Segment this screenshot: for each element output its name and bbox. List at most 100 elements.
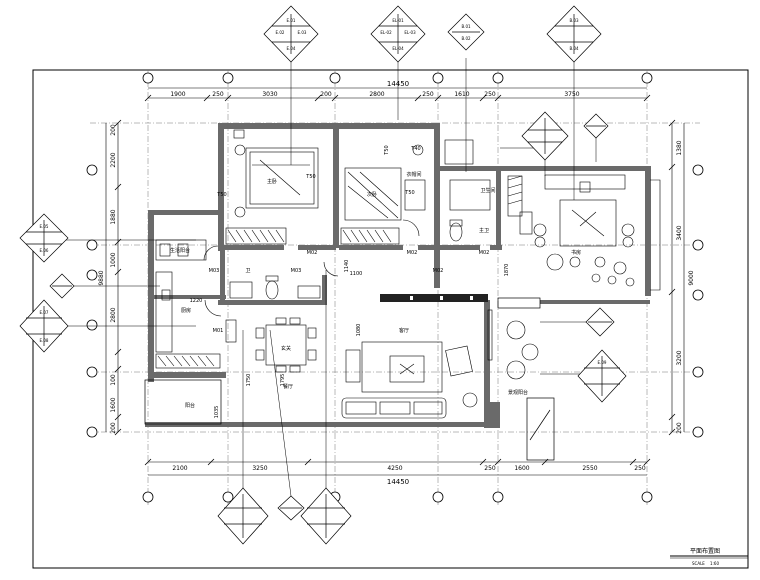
svg-text:E.07: E.07	[40, 310, 49, 315]
callout-right-1	[585, 307, 615, 337]
leader-lines	[64, 58, 597, 497]
kitchen-fixtures	[155, 239, 222, 369]
svg-text:250: 250	[484, 91, 496, 98]
svg-text:B.03: B.03	[569, 18, 579, 23]
svg-text:100: 100	[110, 374, 117, 386]
hatched-walls	[380, 294, 488, 302]
svg-text:1035: 1035	[214, 406, 220, 419]
callout-top-1	[263, 5, 319, 63]
room-label-bathroom: 卫生间	[480, 187, 495, 194]
callout-codes: E.01 E.02 E.03 E.04 EL-01 EL-02 EL-03 EL…	[40, 18, 607, 365]
svg-text:200: 200	[110, 124, 117, 136]
balcony-outline	[144, 297, 555, 461]
svg-text:3250: 3250	[252, 465, 267, 472]
svg-text:4250: 4250	[387, 465, 402, 472]
callout-left-2	[49, 273, 75, 299]
svg-text:B.01: B.01	[461, 24, 471, 29]
scale-value: 1:60	[710, 561, 719, 566]
drawing-title: 平面布置图	[690, 547, 720, 555]
room-label-kitchen: 厨房	[181, 307, 191, 314]
svg-text:EL-01: EL-01	[392, 18, 404, 23]
room-label-living: 客厅	[399, 327, 409, 334]
svg-text:200: 200	[110, 422, 117, 434]
svg-text:1900: 1900	[170, 91, 185, 98]
room-label-wc: 卫	[245, 268, 250, 274]
room-label-view-balcony: 景观阳台	[508, 389, 528, 396]
svg-text:E.05: E.05	[40, 224, 49, 229]
svg-text:2550: 2550	[582, 465, 597, 472]
callout-top-3	[447, 13, 485, 51]
study-furniture	[507, 174, 661, 291]
svg-text:E.02: E.02	[276, 30, 285, 35]
svg-text:1380: 1380	[676, 140, 683, 155]
svg-text:2100: 2100	[172, 465, 187, 472]
svg-text:1880: 1880	[110, 209, 117, 224]
dimension-ticks	[114, 94, 676, 466]
room-label-walkin: 衣帽间	[406, 171, 421, 178]
svg-text:M03: M03	[209, 268, 220, 274]
room-label-service-balcony: 生活阳台	[170, 247, 190, 254]
right-segment-dims: 1380 3400 3200 200	[676, 140, 683, 434]
bottom-total-dim: 14450	[387, 478, 409, 486]
callout-top-4	[546, 5, 602, 63]
svg-text:1870: 1870	[504, 264, 510, 277]
svg-text:1220: 1220	[190, 298, 203, 304]
left-segment-dims: 200 2200 1880 1000 2800 100 1600 200	[110, 124, 117, 434]
svg-text:1100: 1100	[350, 271, 363, 277]
callout-right-2	[577, 349, 627, 403]
svg-text:E.08: E.08	[40, 338, 49, 343]
dining-furniture	[225, 317, 317, 373]
svg-text:250: 250	[484, 465, 496, 472]
callout-bottom-1	[217, 487, 269, 545]
svg-text:200: 200	[676, 422, 683, 434]
axis-lines	[90, 70, 700, 505]
room-label-entry: 玄关	[281, 345, 291, 352]
svg-text:E.03: E.03	[298, 30, 307, 35]
living-furniture	[341, 309, 493, 419]
svg-text:1000: 1000	[110, 252, 117, 267]
guest-wc-fixtures	[229, 261, 339, 300]
svg-text:M02: M02	[307, 250, 318, 256]
callout-bottom-2	[277, 495, 305, 521]
svg-text:E.09: E.09	[598, 360, 607, 365]
svg-text:250: 250	[422, 91, 434, 98]
inner-dims: 1220 1750 1795 1035 1100 1140 1870 1080	[190, 260, 510, 419]
svg-text:2800: 2800	[369, 91, 384, 98]
callout-bottom-3	[300, 487, 352, 545]
callout-top-2	[370, 5, 426, 63]
sheet-frame	[32, 69, 749, 569]
svg-text:3030: 3030	[262, 91, 277, 98]
svg-text:M02: M02	[433, 268, 444, 274]
svg-text:M03: M03	[291, 268, 302, 274]
second-bedroom-furniture	[340, 144, 426, 245]
tag-labels: T50 T50 T50 T50 T40	[216, 145, 420, 198]
callout-mid-1	[521, 111, 569, 161]
room-label-study: 书房	[571, 249, 581, 256]
svg-text:250: 250	[634, 465, 646, 472]
svg-text:T50: T50	[404, 190, 414, 196]
svg-text:1610: 1610	[454, 91, 469, 98]
bathroom-fixtures	[444, 139, 533, 242]
svg-text:E.06: E.06	[40, 248, 49, 253]
room-label-master-bath: 主卫	[479, 227, 489, 234]
svg-text:200: 200	[320, 91, 332, 98]
svg-text:EL-04: EL-04	[392, 46, 404, 51]
svg-text:EL-03: EL-03	[404, 30, 416, 35]
room-label-balcony-left: 阳台	[185, 402, 195, 409]
svg-text:1750: 1750	[246, 374, 252, 387]
room-label-master-bedroom: 主卧	[267, 178, 277, 185]
master-bedroom-furniture	[225, 129, 319, 245]
svg-text:1600: 1600	[514, 465, 529, 472]
left-total-dim: 9880	[98, 270, 105, 285]
top-segment-dims: 1900 250 3030 200 2800 250 1610 250 3750	[170, 91, 579, 98]
svg-text:2800: 2800	[110, 307, 117, 322]
svg-text:T50: T50	[305, 174, 315, 180]
scale-label: SCALE	[692, 561, 705, 566]
room-label-second-bedroom: 次卧	[367, 191, 377, 198]
elevation-callouts	[19, 5, 627, 545]
svg-text:EL-02: EL-02	[380, 30, 392, 35]
svg-text:2200: 2200	[110, 152, 117, 167]
right-total-dim: 9000	[688, 270, 695, 285]
room-label-dining: 餐厅	[283, 383, 293, 390]
svg-text:M02: M02	[479, 250, 490, 256]
